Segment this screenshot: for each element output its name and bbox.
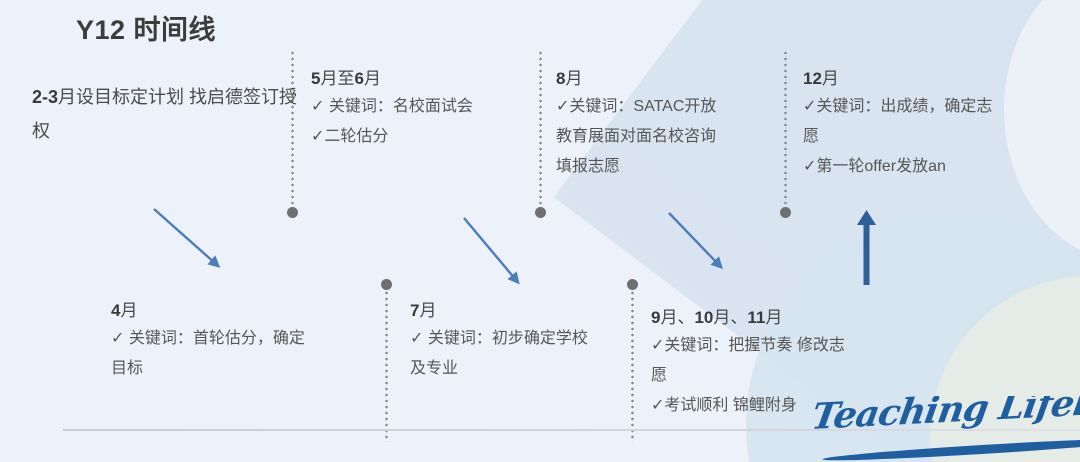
- watermark-swoosh: [822, 435, 1080, 462]
- connector-line-may: [291, 50, 294, 210]
- card-line: ✓ 关键词：初步确定学校: [410, 330, 588, 347]
- card-line: 愿: [803, 128, 820, 145]
- milestone-dot-sep: [627, 279, 638, 290]
- card-line: ✓关键词：SATAC开放: [556, 98, 717, 115]
- card-line: ✓二轮估分: [311, 128, 389, 145]
- milestone-dot-may: [287, 207, 298, 218]
- card-line: ✓第一轮offer发放an: [803, 158, 946, 175]
- card-line: ✓考试顺利 锦鲤附身: [651, 397, 797, 414]
- card-line: 及专业: [410, 360, 459, 377]
- card-line: ✓ 关键词：首轮估分，确定: [111, 330, 305, 347]
- card-line: 愿: [651, 367, 668, 384]
- page-title: Y12 时间线: [76, 15, 217, 45]
- card-body-jul: ✓ 关键词：初步确定学校 及专业: [410, 324, 632, 384]
- timeline-card-sep-oct-nov: 9月、10月、11月 ✓关键词：把握节奏 修改志 愿 ✓考试顺利 锦鲤附身: [651, 305, 891, 421]
- green-circle-shape: [930, 276, 1080, 462]
- timeline-card-apr: 4月 ✓ 关键词：首轮估分，确定 目标: [111, 298, 351, 384]
- card-line: ✓关键词：出成绩，确定志: [803, 98, 993, 115]
- connector-line-aug: [539, 50, 542, 210]
- connector-line-sep: [631, 290, 634, 442]
- timeline-card-may-jun: 5月至6月 ✓ 关键词：名校面试会 ✓二轮估分: [311, 66, 551, 152]
- milestone-dot-dec: [780, 207, 791, 218]
- arrow-up-icon: [857, 210, 876, 285]
- card-heading-dec: 12月: [803, 69, 839, 88]
- card-line: 填报志愿: [556, 158, 621, 175]
- card-heading-jul: 7月: [410, 301, 437, 320]
- card-line: 目标: [111, 360, 144, 377]
- card-heading-feb-mar: 2-3月设目标定计划 找启德签订授权: [32, 87, 298, 141]
- card-body-apr: ✓ 关键词：首轮估分，确定 目标: [111, 324, 351, 384]
- card-heading-sep-oct-nov: 9月、10月、11月: [651, 308, 783, 327]
- timeline-card-jul: 7月 ✓ 关键词：初步确定学校 及专业: [410, 298, 632, 384]
- card-heading-may-jun: 5月至6月: [311, 69, 381, 88]
- milestone-dot-jul: [381, 279, 392, 290]
- timeline-card-dec: 12月 ✓关键词：出成绩，确定志 愿 ✓第一轮offer发放an: [803, 66, 1018, 182]
- card-heading-aug: 8月: [556, 69, 583, 88]
- arrow-down-right-icon: [463, 217, 520, 285]
- card-body-aug: ✓关键词：SATAC开放 教育展面对面名校咨询 填报志愿: [556, 92, 788, 182]
- card-line: 教育展面对面名校咨询: [556, 128, 717, 145]
- arrow-down-right-icon: [153, 208, 221, 268]
- card-body-may-jun: ✓ 关键词：名校面试会 ✓二轮估分: [311, 92, 551, 152]
- card-body-sep-oct-nov: ✓关键词：把握节奏 修改志 愿 ✓考试顺利 锦鲤附身: [651, 331, 891, 421]
- card-line: ✓关键词：把握节奏 修改志: [651, 337, 845, 354]
- arrow-down-right-icon: [668, 212, 723, 270]
- card-line: ✓ 关键词：名校面试会: [311, 98, 473, 115]
- timeline-card-feb-mar: 2-3月设目标定计划 找启德签订授权: [32, 80, 302, 148]
- timeline-card-aug: 8月 ✓关键词：SATAC开放 教育展面对面名校咨询 填报志愿: [556, 66, 788, 182]
- connector-line-jul: [385, 290, 388, 442]
- connector-line-dec: [784, 50, 787, 210]
- card-heading-apr: 4月: [111, 301, 138, 320]
- card-body-dec: ✓关键词：出成绩，确定志 愿 ✓第一轮offer发放an: [803, 92, 1018, 182]
- timeline-baseline: [63, 429, 1080, 431]
- milestone-dot-aug: [535, 207, 546, 218]
